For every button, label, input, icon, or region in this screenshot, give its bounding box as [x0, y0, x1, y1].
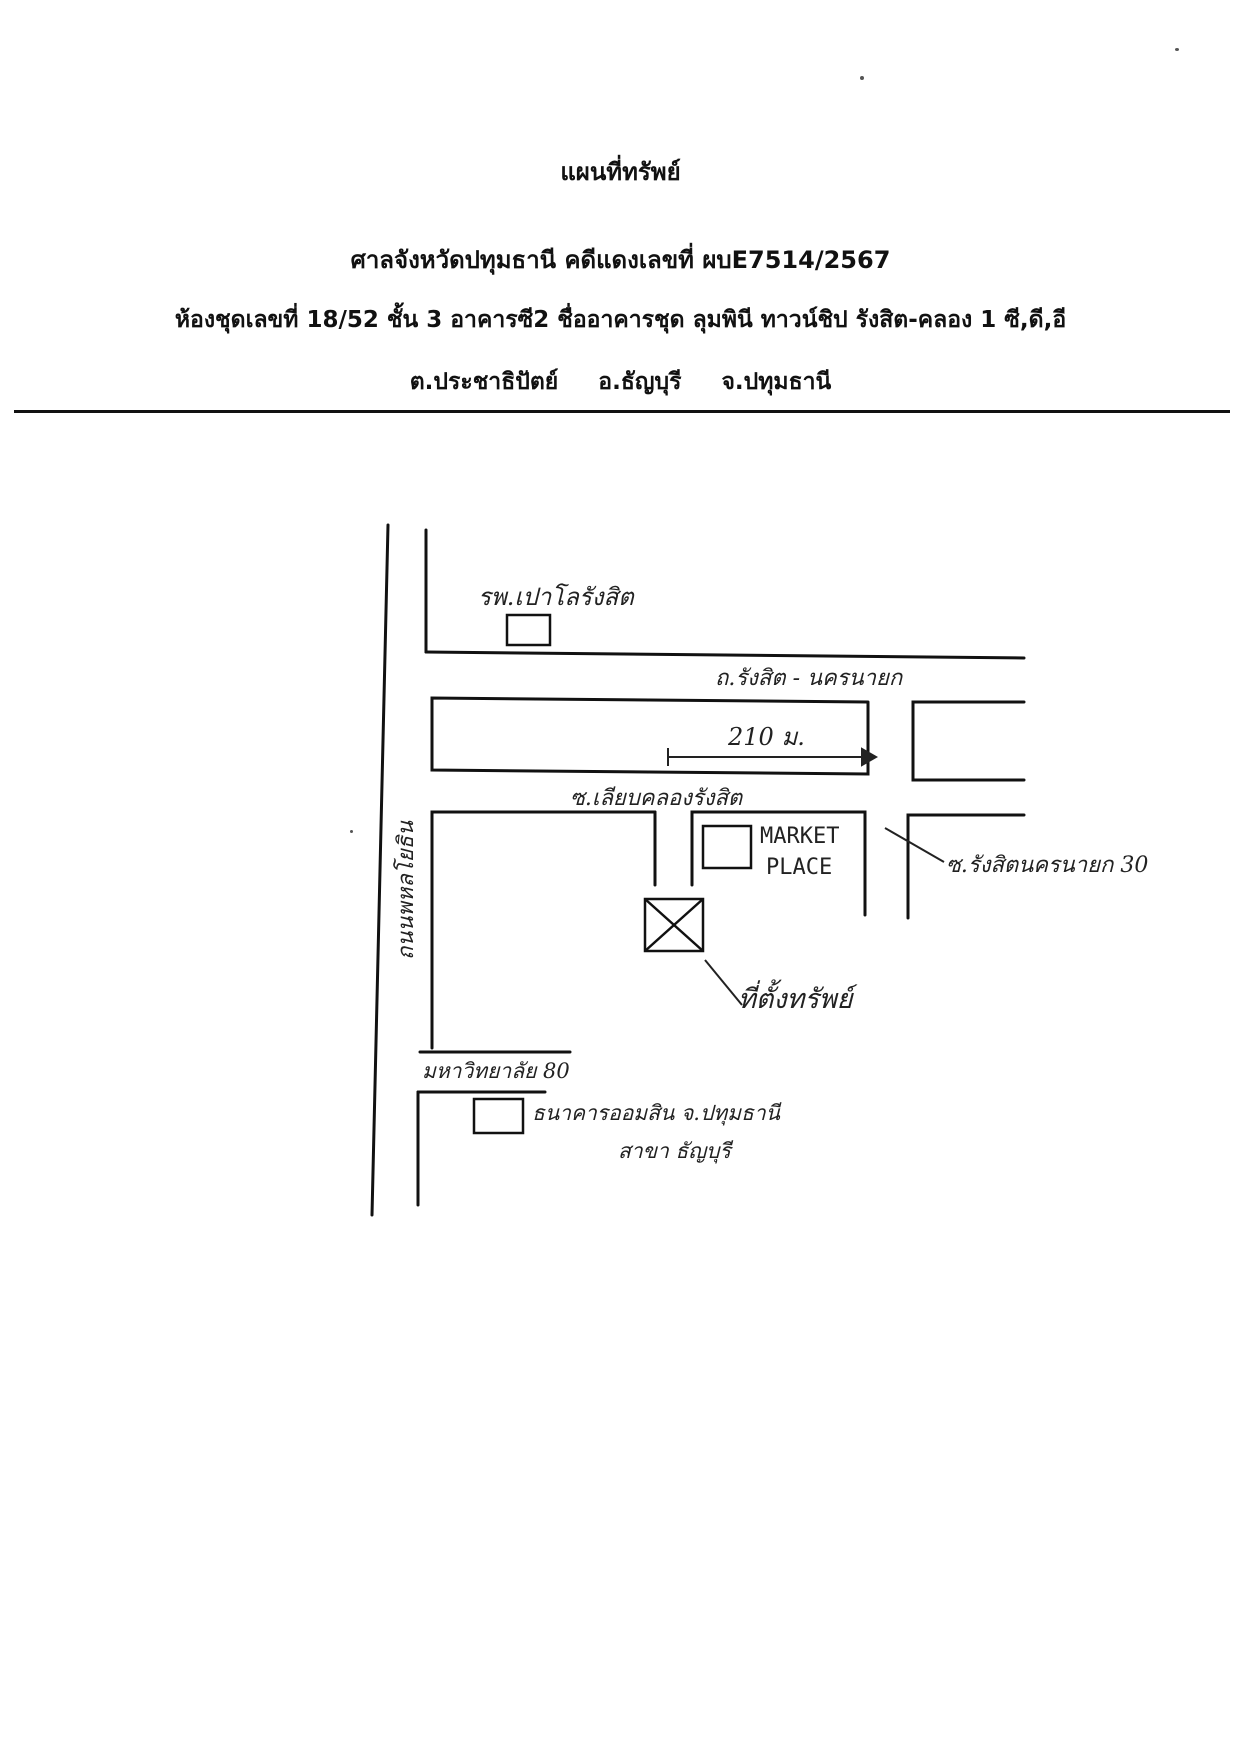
- condo-unit-line: ห้องชุดเลขที่ 18/52 ชั้น 3 อาคารซี2 ชื่อ…: [174, 307, 1067, 333]
- block-between-roads: [430, 696, 870, 776]
- block-left-lower: [430, 810, 657, 1050]
- header-divider: [14, 410, 1230, 413]
- soi-label: ซ.รังสิตนครนายก 30: [946, 853, 1148, 878]
- market-block: [690, 810, 867, 917]
- property-marker: [643, 897, 705, 953]
- highway-left-edge: [370, 523, 390, 1217]
- hospital-label: รพ.เปาโลรังสิต: [478, 583, 635, 611]
- bank-building: [472, 1097, 525, 1135]
- scan-speck: [350, 830, 353, 833]
- vertical-road-label: ถนนพหลโยธิน: [393, 820, 419, 960]
- subdistrict: ต.ประชาธิปัตย์: [409, 369, 559, 395]
- district: อ.ธัญบุรี: [598, 369, 682, 395]
- distance-label: 210 ม.: [727, 723, 805, 751]
- road-lines: [370, 523, 1026, 1217]
- main-road-label: ถ.รังสิต - นครนายก: [715, 666, 904, 691]
- soi-block: [906, 813, 1026, 920]
- soi-pointer: [884, 827, 945, 863]
- market-building: [701, 824, 753, 870]
- distance-arrowhead: [861, 747, 879, 767]
- document-title: แผนที่ทรัพย์: [560, 158, 681, 186]
- scan-speck: [1175, 48, 1179, 51]
- block-right: [911, 700, 1026, 782]
- main-road-top-edge: [424, 650, 1026, 660]
- court-case-line: ศาลจังหวัดปทุมธานี คดีแดงเลขที่ ผบE7514/…: [350, 246, 891, 274]
- hospital-building: [505, 613, 552, 647]
- location-line: ต.ประชาธิปัตย์ อ.ธัญบุรี จ.ปทุมธานี: [0, 364, 1241, 400]
- market-label-2: PLACE: [766, 855, 832, 880]
- property-pointer: [704, 959, 743, 1006]
- market-label-1: MARKET: [760, 824, 839, 849]
- bank-label-2: สาขา ธัญบุรี: [618, 1139, 734, 1164]
- pointer-lines: [667, 747, 945, 1006]
- property-label: ที่ตั้งทรัพย์: [738, 979, 858, 1015]
- province: จ.ปทุมธานี: [721, 369, 832, 395]
- bank-label-1: ธนาคารออมสิน จ.ปทุมธานี: [532, 1101, 782, 1126]
- building-markers: [472, 613, 753, 1135]
- bottom-road-label: มหาวิทยาลัย 80: [422, 1059, 570, 1083]
- scan-speck: [860, 76, 864, 80]
- lane-label: ซ.เลียบคลองรังสิต: [570, 786, 744, 811]
